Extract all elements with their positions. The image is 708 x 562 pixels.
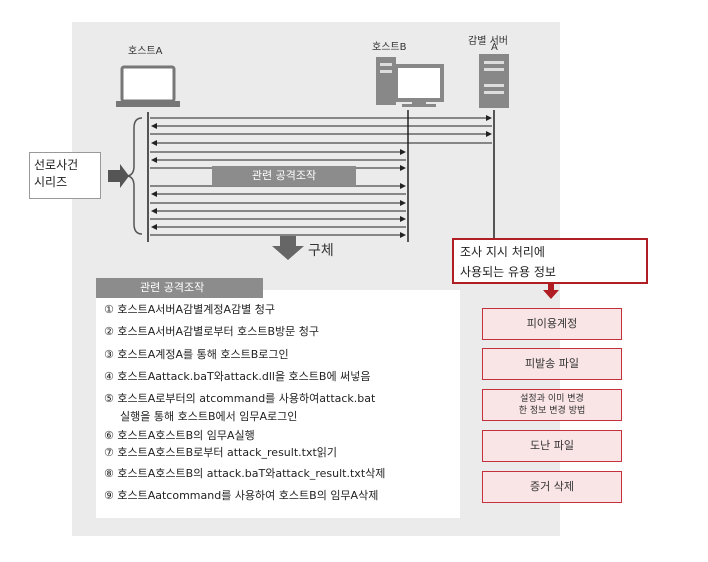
info-box-stolen-file: 도난 파일 [482, 430, 622, 462]
step-9: ⑨ 호스트Aatcommand를 사용하여 호스트B의 임무A삭제 [104, 489, 379, 502]
info-box-used-account-label: 피이용계정 [526, 317, 578, 330]
info-box-evidence-deletion: 증거 삭제 [482, 471, 622, 503]
sequence-label: 관련 공격조작 [212, 166, 356, 186]
side-label-box: 선로사건 시리즈 [29, 152, 101, 199]
callout-line2: 사용되는 유용 정보 [460, 265, 556, 279]
callout-line1: 조사 지시 처리에 [460, 245, 545, 259]
server-a-label-line2: A [491, 42, 498, 53]
info-box-changed-settings-line1: 설정과 이미 변경 [520, 394, 584, 404]
step-4: ④ 호스트Aattack.baT와attack.dll을 호스트B에 써넣음 [104, 370, 371, 383]
info-box-sent-file: 피발송 파일 [482, 348, 622, 380]
info-box-sent-file-label: 피발송 파일 [524, 357, 580, 370]
step-3: ③ 호스트A계정A를 통해 호스트B로그인 [104, 348, 289, 361]
step-5: ⑤ 호스트A로부터의 atcommand를 사용하여attack.bat [104, 392, 376, 405]
info-box-used-account: 피이용계정 [482, 308, 622, 340]
info-box-evidence-deletion-label: 증거 삭제 [530, 480, 574, 493]
details-header: 관련 공격조작 [96, 278, 263, 298]
concrete-label: 구체 [308, 243, 334, 259]
step-5-continued: 실행을 통해 호스트B에서 임무A로그인 [120, 410, 298, 423]
red-down-arrow-icon [543, 284, 559, 299]
info-callout: 조사 지시 처리에 사용되는 유용 정보 [452, 238, 648, 284]
step-7: ⑦ 호스트A호스트B로부터 attack_result.txt읽기 [104, 446, 338, 459]
host-b-label: 호스트B [372, 42, 407, 53]
server-icon [479, 54, 509, 108]
side-label-line1: 선로사건 [34, 158, 79, 172]
step-6: ⑥ 호스트A호스트B의 임무A실행 [104, 429, 255, 442]
info-box-changed-settings: 설정과 이미 변경 한 정보 변경 방법 [482, 389, 622, 421]
step-2: ② 호스트A서버A감별로부터 호스트B방문 청구 [104, 325, 319, 338]
side-label-line2: 시리즈 [34, 175, 68, 189]
step-1: ① 호스트A서버A감별계정A감별 청구 [104, 303, 275, 316]
details-panel [96, 290, 460, 518]
info-box-changed-settings-line2: 한 정보 변경 방법 [518, 406, 586, 416]
desktop-pc-icon [376, 57, 444, 107]
server-a-label-line1: 감별 서버 [468, 36, 508, 47]
side-arrow-icon [108, 164, 129, 188]
step-8: ⑧ 호스트A호스트B의 attack.baT와attack_result.txt… [104, 467, 386, 480]
laptop-icon [116, 65, 180, 107]
host-a-label: 호스트A [128, 46, 163, 57]
message-arrows [150, 115, 492, 238]
down-arrow-icon [272, 236, 304, 260]
info-box-stolen-file-label: 도난 파일 [530, 439, 574, 452]
